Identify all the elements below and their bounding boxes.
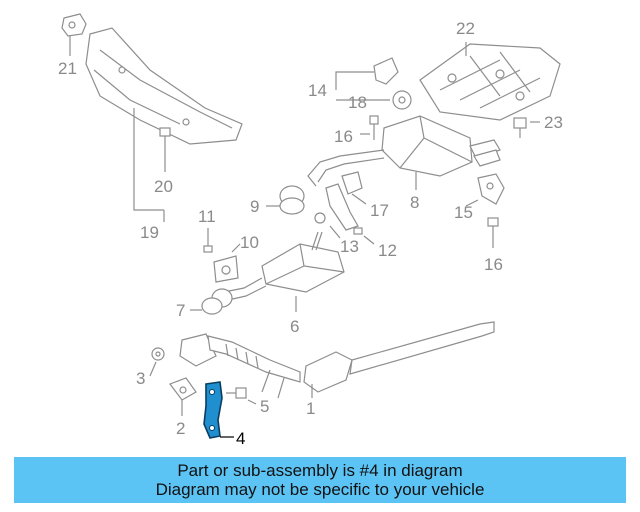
- callout-10: 10: [240, 233, 259, 252]
- part-5-bolt: [226, 387, 247, 399]
- part-1-front-pipe: [179, 321, 495, 399]
- banner-line-2: Diagram may not be specific to your vehi…: [155, 480, 485, 499]
- part-14-bracket: [373, 57, 399, 85]
- callout-23: 23: [544, 113, 563, 132]
- callout-8: 8: [410, 193, 419, 212]
- callout-6: 6: [290, 317, 299, 336]
- banner-line-1: Part or sub-assembly is #4 in diagram: [177, 461, 463, 480]
- callout-3: 3: [136, 369, 145, 388]
- callout-5: 5: [260, 397, 269, 416]
- part-21-bracket: [61, 13, 87, 37]
- callout-13: 13: [340, 237, 359, 256]
- part-22-heat-shield: [419, 43, 561, 121]
- part-3-nut: [151, 347, 165, 361]
- callout-7: 7: [176, 301, 185, 320]
- part-15-bracket: [477, 173, 505, 205]
- part-18-rubber-mount: [392, 90, 412, 110]
- callout-19: 19: [140, 223, 159, 242]
- callout-14: 14: [308, 81, 327, 100]
- part-12-bolt: [353, 227, 363, 235]
- part-7-clamp: [201, 288, 233, 315]
- part-6-front-muffler: [223, 231, 345, 301]
- callout-2: 2: [176, 419, 185, 438]
- callout-4-highlighted: 4: [236, 429, 245, 448]
- callout-16-upper: 16: [334, 127, 353, 146]
- part-13-hanger-bracket: [314, 183, 359, 231]
- callout-17: 17: [370, 201, 389, 220]
- info-banner: Part or sub-assembly is #4 in diagram Di…: [14, 457, 626, 503]
- part-23-bolt: [513, 117, 527, 138]
- callout-15: 15: [454, 203, 473, 222]
- part-16-bolt-lower: [487, 217, 499, 248]
- part-11-bolt: [203, 228, 213, 253]
- callout-11: 11: [198, 207, 216, 226]
- part-20-bolt: [159, 127, 171, 160]
- callout-1: 1: [306, 399, 315, 418]
- callout-9: 9: [250, 197, 259, 216]
- part-8-rear-muffler: [307, 115, 501, 187]
- part-10-bracket: [213, 255, 239, 283]
- part-2-gasket: [169, 377, 197, 401]
- part-16-bolt-upper: [369, 115, 379, 140]
- part-9-clamp: [279, 185, 305, 215]
- callout-20: 20: [154, 177, 173, 196]
- callout-21: 21: [58, 59, 77, 78]
- part-17-mount: [341, 171, 367, 205]
- callout-18: 18: [348, 93, 367, 112]
- part-19-heat-shield: [85, 27, 243, 145]
- part-4-highlighted-bracket: [203, 381, 223, 439]
- callout-16-lower: 16: [484, 255, 503, 274]
- exhaust-parts-diagram: 21 22 14 18 23 16 20 8 9 17 15 11 19 13 …: [58, 13, 563, 448]
- callout-12: 12: [378, 241, 397, 260]
- callout-22: 22: [456, 19, 475, 38]
